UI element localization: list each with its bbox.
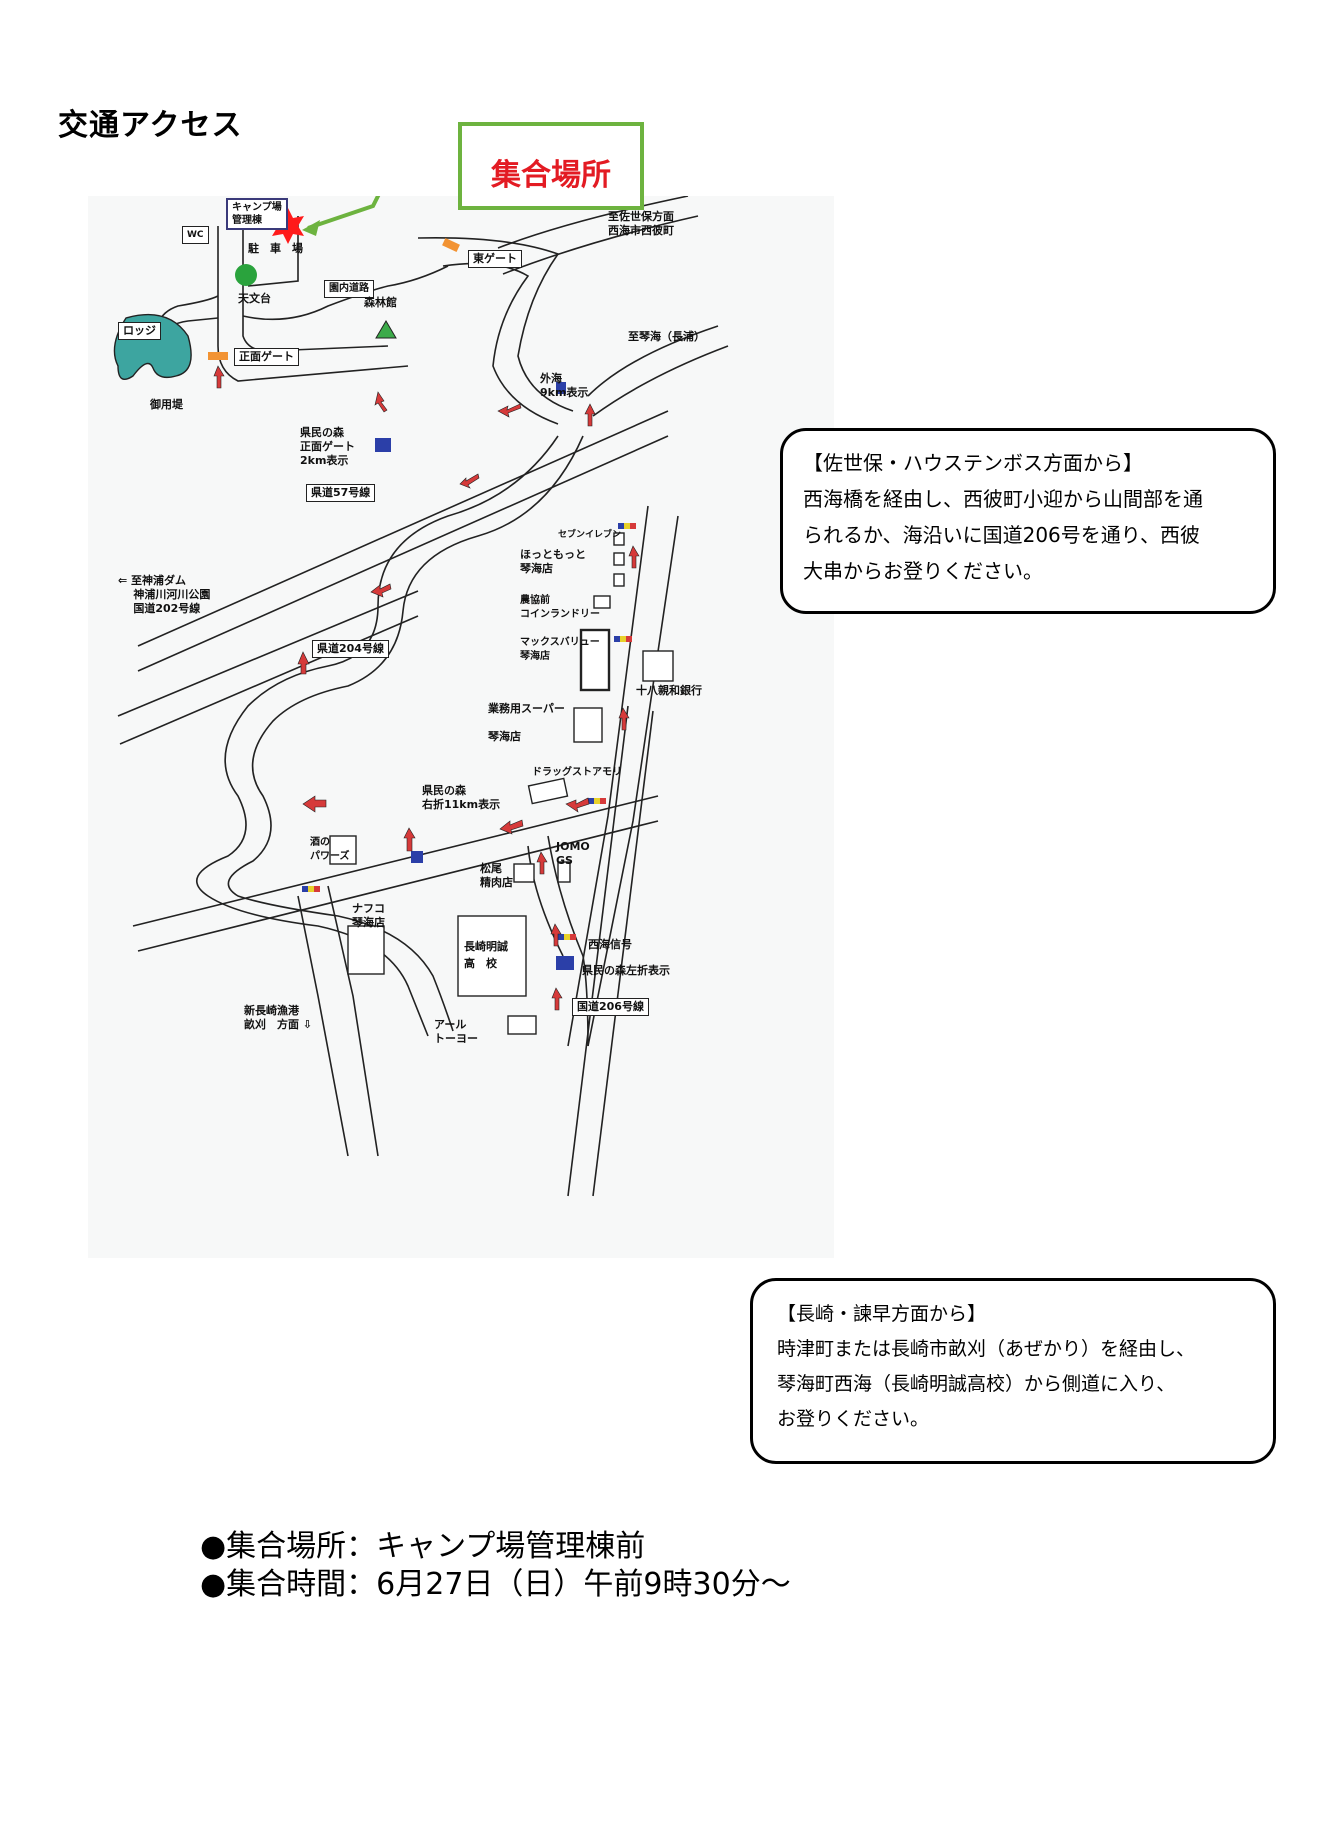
traffic-lights: [302, 523, 636, 940]
box2-line: 琴海町西海（長崎明誠高校）から側道に入り、: [777, 1373, 1176, 1395]
gyomu-label: 業務用スーパー琴海店: [488, 702, 565, 743]
road-57-upper-edge: [137, 410, 669, 647]
road-206-lower-left: [567, 705, 629, 1197]
kenmin-gate-sign-icon: [375, 438, 391, 452]
callout-text: 集合場所: [491, 158, 611, 193]
to-kotomi-label: 至琴海（長浦）: [628, 330, 705, 343]
road-206-left: [567, 505, 649, 1047]
meeting-place-callout: 集合場所: [458, 122, 644, 210]
drugstore-label: ドラッグストアモリ: [532, 767, 622, 778]
meeting-time-line: ●集合時間：6月27日（日）午前9時30分～: [200, 1567, 791, 1602]
nagasaki-directions-box: 【長崎・諫早方面から】 時津町または長崎市畝刈（あぜかり）を経由し、 琴海町西海…: [750, 1278, 1276, 1464]
road-gate-west: [217, 226, 409, 382]
meeting-point-star-icon: [272, 208, 304, 244]
callout-pointer-line: [307, 196, 381, 230]
wc-label: WC: [182, 226, 209, 244]
lodge-label: ロッジ: [118, 322, 161, 340]
road-bottom-upper: [132, 795, 659, 927]
east-gate-marker-icon: [442, 237, 460, 253]
box1-line: 西海橋を経由し、西彼町小迎から山間部を通: [803, 487, 1203, 511]
observatory-icon: [235, 264, 257, 286]
box2-heading: 【長崎・諫早方面から】: [777, 1303, 987, 1325]
road-204-label: 県道204号線: [312, 640, 389, 658]
meeting-place-line: ●集合場所：キャンプ場管理棟前: [200, 1529, 646, 1564]
box1-line: 大串からお登りください。: [803, 559, 1043, 583]
road-east-branch: [417, 237, 574, 412]
route-206-label: 国道206号線: [572, 998, 649, 1016]
box2-line: お登りください。: [777, 1408, 930, 1430]
callout-arrow-icon: [302, 220, 320, 236]
road-nafco-right: [327, 885, 379, 1157]
matsuo-label: 松尾精肉店: [480, 862, 513, 889]
sake-powers-label: 酒のパワーズ: [310, 837, 350, 862]
school-label: 長崎明誠高 校: [464, 940, 508, 970]
arutoyo-label: アールトーヨー: [434, 1018, 478, 1045]
road-nafco-left: [297, 895, 349, 1157]
box1-line: られるか、海沿いに国道206号を通り、西彼: [803, 523, 1200, 547]
left-turn-sign-icon: [556, 956, 574, 970]
forest-hall-icon: [375, 320, 397, 339]
parking-label: 駐 車 場: [248, 242, 303, 255]
maxvalu-label: マックスバリュー琴海店: [520, 637, 600, 662]
seven-eleven-label: セブンイレブン: [558, 530, 622, 540]
bank-label: 十八親和銀行: [636, 684, 702, 697]
left-turn-label: 県民の森左折表示: [582, 964, 670, 977]
shin-nagasaki-label: 新長崎漁港畝刈 方面 ⇩: [244, 1004, 313, 1031]
observatory-label: 天文台: [238, 292, 271, 305]
main-gate-marker-icon: [208, 352, 228, 360]
sotome-sign-icon: [556, 382, 566, 394]
forest-hall-label: 森林館: [364, 296, 397, 309]
camp-admin-label: キャンプ場管理棟: [226, 198, 288, 230]
meeting-info: ●集合場所：キャンプ場管理棟前 ●集合時間：6月27日（日）午前9時30分～: [200, 1528, 791, 1604]
hotto-motto-label: ほっともっと琴海店: [520, 548, 586, 575]
pond-label: 御用堤: [150, 398, 183, 411]
map-drawing: [113, 196, 729, 1197]
ja-laundry-label: 農協前コインランドリー: [520, 595, 600, 620]
box2-line: 時津町または長崎市畝刈（あぜかり）を経由し、: [777, 1338, 1196, 1360]
saikai-signal-label: 西海信号: [588, 938, 632, 951]
road-kotomi-upper: [587, 325, 719, 397]
to-dam-label: ⇐ 至神浦ダム 神浦川河川公園 国道202号線: [118, 574, 211, 615]
page-title: 交通アクセス: [58, 108, 243, 143]
main-gate-label: 正面ゲート: [234, 348, 299, 366]
box1-heading: 【佐世保・ハウステンボス方面から】: [803, 451, 1143, 475]
road-204-inner: [227, 435, 584, 1032]
road-57-lower-edge: [137, 435, 669, 672]
right-turn-sign-icon: [411, 851, 423, 863]
route-arrows: [213, 365, 640, 1011]
road-206-lower-right: [592, 710, 654, 1197]
access-map: キャンプ場管理棟 WC 駐 車 場 天文台 園内道路 森林館 ロッジ 正面ゲート…: [88, 196, 834, 1258]
nafco-label: ナフコ琴海店: [352, 902, 385, 929]
road-206-right: [587, 515, 679, 1047]
to-sasebo-label: 至佐世保方面西海市西彼町: [608, 210, 674, 237]
east-gate-label: 東ゲート: [468, 250, 522, 268]
road-57-west-lower: [119, 615, 419, 745]
road-top-upper: [497, 196, 689, 249]
buildings: [329, 532, 674, 1035]
road-57-label: 県道57号線: [306, 484, 376, 502]
park-road-label: 園内道路: [324, 280, 374, 298]
sasebo-directions-box: 【佐世保・ハウステンボス方面から】 西海橋を経由し、西彼町小迎から山間部を通 ら…: [780, 428, 1276, 614]
right-turn-label: 県民の森右折11km表示: [422, 784, 501, 811]
road-204-outer: [196, 435, 559, 1037]
road-kotomi-lower: [592, 345, 729, 417]
road-bottom-lower: [137, 820, 659, 952]
road-parking-edge: [247, 216, 299, 287]
road-57-west-upper: [117, 590, 419, 717]
road-top-lower: [502, 215, 699, 275]
